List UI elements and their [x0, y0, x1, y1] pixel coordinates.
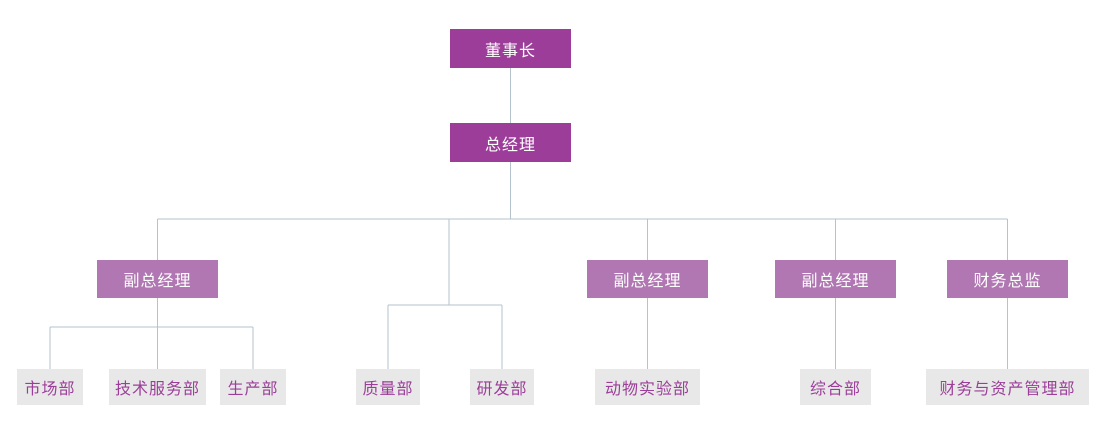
org-node-finance-asset-dept: 财务与资产管理部: [926, 369, 1089, 405]
org-node-chairman: 董事长: [450, 29, 571, 68]
org-node-rd-dept: 研发部: [470, 369, 534, 405]
org-node-quality-dept: 质量部: [356, 369, 420, 405]
org-node-tech-service-dept: 技术服务部: [109, 369, 206, 405]
org-node-vp-3: 副总经理: [775, 260, 896, 298]
connector-direct-drops: [647, 298, 1008, 369]
connector-level3-drops: [157, 219, 1008, 260]
org-node-finance-director: 财务总监: [947, 260, 1068, 298]
org-node-production-dept: 生产部: [220, 369, 286, 405]
org-node-animal-lab-dept: 动物实验部: [595, 369, 700, 405]
org-node-general-affairs-dept: 综合部: [800, 369, 871, 405]
org-node-marketing-dept: 市场部: [17, 369, 83, 405]
connector-vp1-branch: [49, 298, 254, 369]
org-node-vp-2: 副总经理: [587, 260, 708, 298]
org-node-general-manager: 总经理: [450, 123, 571, 162]
org-node-vp-1: 副总经理: [97, 260, 218, 298]
connector-quality-rd-branch: [387, 219, 503, 369]
